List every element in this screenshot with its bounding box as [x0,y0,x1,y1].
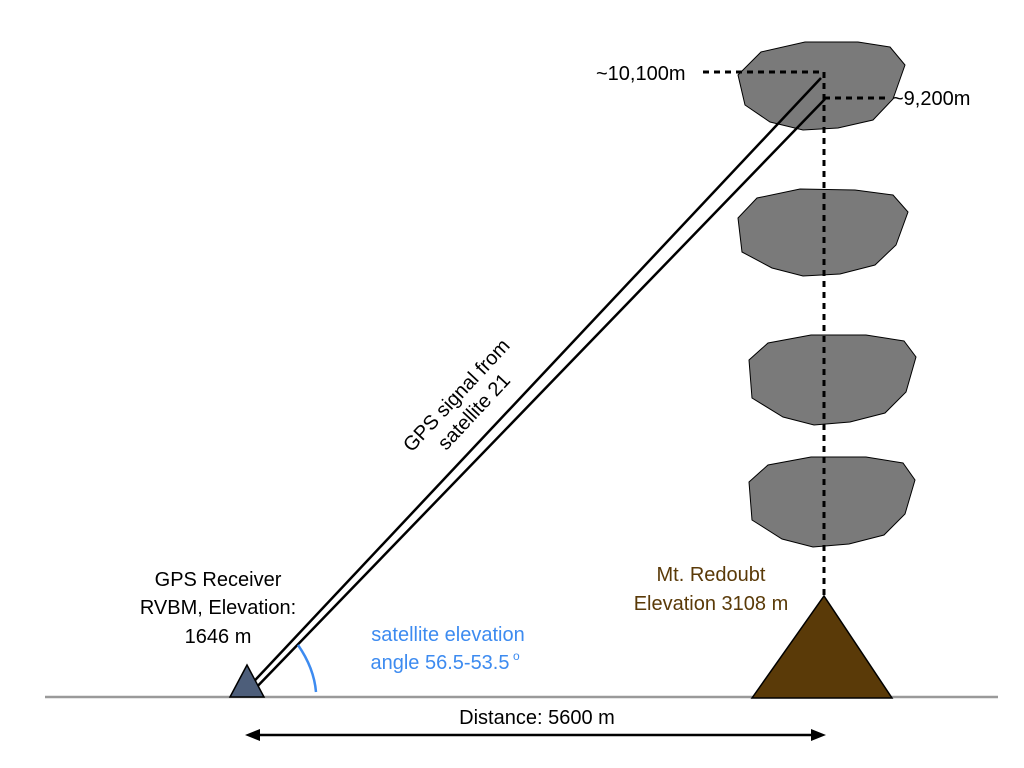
receiver-label-line1: GPS Receiver [155,569,282,591]
elevation-angle-arc [296,644,318,693]
volcano-icon [750,594,894,699]
distance-label: Distance: 5600 m [459,707,615,729]
cloud-base-label: ~9,200m [892,88,970,110]
gps-signal-line-1 [242,77,822,694]
arrow-head-right [811,729,826,741]
cloud-top-label: ~10,100m [596,63,686,85]
gps-signal-line-2 [249,98,826,695]
receiver-label-line2: RVBM, Elevation: [140,597,296,619]
receiver-label-line3: 1646 m [185,626,252,648]
ash-cloud-top [737,41,906,131]
angle-label-line2: angle 56.5-53.5 [370,652,509,674]
volcano-label-line1: Mt. Redoubt [657,564,766,586]
gps-receiver-icon [228,663,266,698]
volcano-label-line2: Elevation 3108 m [634,593,789,615]
arrow-head-left [245,729,260,741]
ash-cloud-4 [748,456,916,548]
ash-cloud-3 [748,334,917,426]
ash-cloud-2 [737,188,909,277]
angle-degree-symbol: o [513,649,520,663]
angle-label-line1: satellite elevation [371,624,524,646]
